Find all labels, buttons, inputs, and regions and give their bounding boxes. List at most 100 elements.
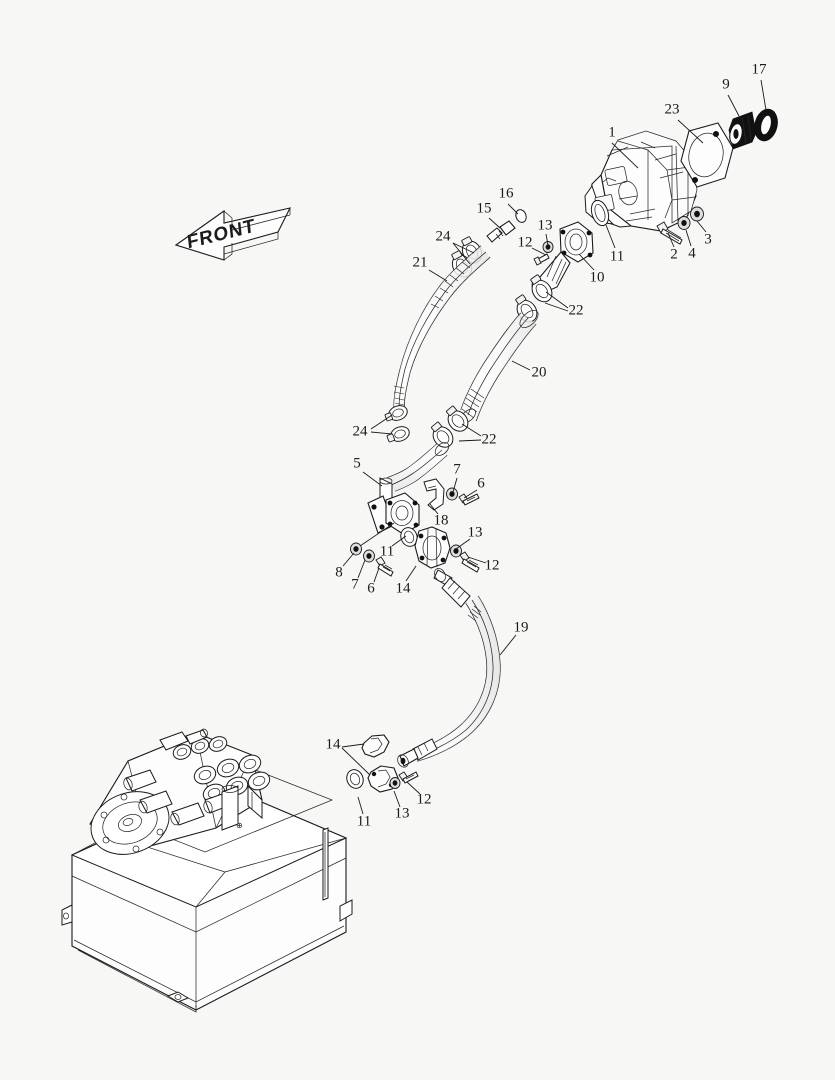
leader-line — [461, 423, 482, 437]
leader-line — [342, 552, 355, 567]
leader-line — [463, 489, 478, 499]
callout-17: 17 — [752, 61, 767, 111]
leader-line — [406, 781, 421, 795]
leader-line — [357, 796, 364, 815]
leader-line — [544, 302, 569, 312]
leader-line — [452, 242, 471, 265]
leader-line — [467, 556, 487, 564]
callout-number: 3 — [704, 231, 712, 247]
callout-number: 13 — [538, 217, 553, 233]
pump-mounting-gasket — [680, 122, 734, 188]
leader-line — [511, 360, 531, 371]
fitting-fasteners-upper — [533, 241, 554, 266]
svg-text:⊕: ⊕ — [236, 821, 243, 830]
callout-6: 6 — [367, 567, 380, 596]
callout-22: 22 — [544, 291, 584, 318]
leader-line — [685, 229, 692, 247]
callout-8: 8 — [335, 552, 355, 580]
callout-number: 11 — [610, 248, 624, 264]
seal-ring — [754, 108, 778, 142]
spacer-bushing — [728, 111, 757, 150]
callout-number: 24 — [353, 423, 369, 439]
leader-line — [357, 559, 366, 579]
callout-number: 14 — [396, 580, 412, 596]
callout-number: 12 — [485, 557, 500, 573]
callout-number: 9 — [722, 76, 730, 92]
leader-line — [455, 538, 471, 550]
callout-number: 12 — [518, 234, 533, 250]
callout-number: 8 — [335, 564, 343, 580]
callout-23: 23 — [665, 101, 704, 144]
leader-line — [458, 439, 482, 442]
leader-line — [429, 503, 439, 515]
callout-number: 24 — [436, 228, 452, 244]
flange-fasteners-lower — [389, 771, 419, 789]
callout-number: 7 — [453, 461, 461, 477]
callout-4: 4 — [685, 229, 696, 261]
callout-12: 12 — [467, 556, 500, 573]
callout-number: 1 — [608, 124, 616, 140]
callout-22: 22 — [458, 423, 497, 447]
return-hose-21 — [393, 245, 491, 411]
plate-fasteners-left — [350, 522, 395, 577]
callout-12: 12 — [518, 234, 547, 256]
leader-line — [452, 477, 458, 493]
leader-line — [370, 414, 393, 430]
o-ring-upper — [590, 199, 610, 227]
callout-number: 19 — [514, 619, 529, 635]
front-direction-marker: FRONT — [174, 207, 292, 261]
pump-fasteners — [656, 206, 704, 245]
leader-line — [362, 471, 383, 487]
callout-number: 18 — [434, 512, 449, 528]
leader-line — [452, 242, 475, 254]
callout-18: 18 — [429, 503, 449, 528]
callout-number: 11 — [380, 543, 394, 559]
callout-3: 3 — [696, 220, 712, 247]
o-ring-lower — [346, 769, 364, 789]
leader-line — [341, 743, 365, 748]
leader-line — [667, 232, 675, 248]
callout-number: 23 — [665, 101, 680, 117]
leader-line — [727, 94, 740, 117]
callout-11: 11 — [380, 535, 407, 559]
callout-number: 16 — [499, 185, 515, 201]
callout-number: 22 — [569, 302, 584, 318]
callout-5: 5 — [353, 455, 383, 487]
leader-line — [499, 634, 517, 656]
callout-20: 20 — [511, 360, 547, 380]
callout-24: 24 — [353, 414, 393, 439]
leader-line — [677, 119, 704, 144]
leader-line — [341, 747, 371, 776]
hose-clamps-24-lower — [384, 405, 410, 443]
callout-number: 22 — [482, 431, 497, 447]
suction-tube-bracket-5 — [367, 442, 450, 535]
callout-1: 1 — [608, 124, 639, 169]
hose-clamps-22-lower — [431, 405, 469, 448]
callout-24: 24 — [436, 228, 475, 265]
callout-13: 13 — [538, 217, 553, 246]
leader-line — [531, 247, 547, 256]
pressure-hose-19 — [397, 568, 501, 768]
callout-2: 2 — [667, 232, 678, 262]
callout-11: 11 — [357, 796, 371, 829]
callout-21: 21 — [413, 254, 448, 282]
callout-16: 16 — [499, 185, 519, 215]
callout-7: 7 — [452, 461, 461, 493]
callout-number: 7 — [351, 576, 359, 592]
callout-number: 6 — [367, 580, 375, 596]
callout-number: 4 — [688, 245, 696, 261]
leader-line — [391, 535, 407, 547]
leader-line — [507, 203, 519, 215]
callout-10: 10 — [578, 253, 605, 285]
callout-9: 9 — [722, 76, 740, 117]
leader-line — [370, 431, 393, 435]
callout-number: 13 — [395, 805, 410, 821]
leader-line — [696, 220, 707, 233]
callout-14: 14 — [326, 736, 371, 776]
clamp-bracket-18 — [423, 478, 445, 511]
callout-11: 11 — [605, 224, 624, 264]
callout-15: 15 — [477, 200, 501, 229]
